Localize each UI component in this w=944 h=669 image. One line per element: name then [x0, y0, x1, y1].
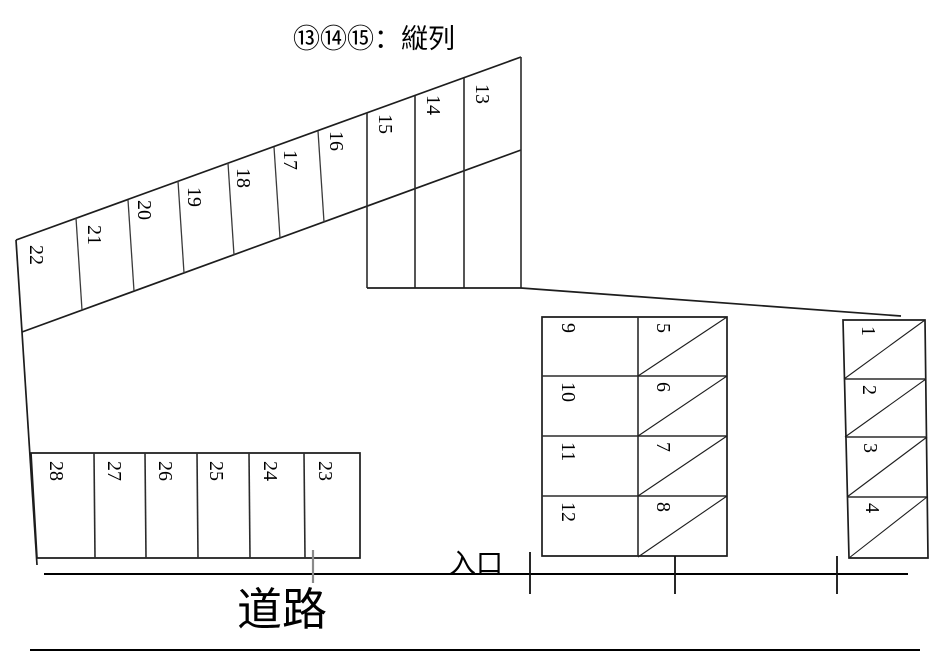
stall-number-8: 8: [652, 502, 674, 512]
stall-number-18: 18: [232, 168, 254, 188]
stall-number-10: 10: [557, 382, 579, 402]
divider-18-17: [273, 146, 281, 239]
stall-number-3: 3: [859, 443, 881, 453]
divider-20-19: [177, 180, 185, 274]
stall-number-19: 19: [183, 187, 205, 207]
parallel-stalls-block: [366, 57, 522, 289]
stall-number-12: 12: [557, 502, 579, 522]
stall-number-22: 22: [25, 245, 47, 265]
right-property-boundary: [520, 287, 902, 317]
divider-19-18: [227, 162, 235, 256]
divider-21-20: [127, 199, 135, 292]
stall-number-27: 27: [103, 461, 125, 481]
stall-number-23: 23: [314, 461, 336, 481]
divider-22-21: [75, 217, 83, 311]
stall-number-24: 24: [259, 461, 281, 481]
divider-24-23: [303, 452, 306, 559]
entrance-label: 入口: [449, 549, 503, 579]
diagonal-mark-stall-6: [637, 375, 728, 437]
stall-number-13: 13: [471, 84, 493, 104]
stall-number-20: 20: [133, 200, 155, 220]
bottom-left-block: [30, 452, 361, 559]
stall-number-4: 4: [861, 503, 883, 513]
diagonal-mark-stall-1: [843, 319, 926, 380]
road-label: 道路: [237, 585, 327, 635]
diagonal-band-group: [15, 56, 522, 333]
diagonal-band-left-edge: [15, 239, 23, 333]
diagonal-mark-stall-3: [846, 436, 928, 498]
stall-number-11: 11: [557, 442, 579, 461]
center-block: [541, 316, 728, 558]
stall-number-9: 9: [557, 323, 579, 333]
diagonal-mark-stall-5: [637, 316, 728, 377]
stall-number-14: 14: [422, 95, 444, 115]
diagonal-band-top-edge: [15, 56, 522, 241]
diagonal-band-bottom-edge: [21, 149, 522, 333]
divider-26-25: [196, 452, 199, 559]
stall-number-21: 21: [83, 225, 105, 245]
divider-17-16: [317, 130, 325, 223]
stall-number-15: 15: [374, 114, 396, 134]
center-block-outline: [541, 316, 728, 557]
diagonal-mark-stall-8: [637, 495, 728, 558]
stall-number-5: 5: [652, 323, 674, 333]
stall-number-17: 17: [279, 150, 301, 170]
stall-number-6: 6: [652, 382, 674, 392]
stall-number-1: 1: [857, 326, 879, 336]
right-block: [842, 319, 929, 559]
plan-title: ⑬⑭⑮：縦列: [293, 24, 455, 54]
stall-number-25: 25: [205, 461, 227, 481]
stall-number-16: 16: [325, 131, 347, 151]
bottom-left-block-outline: [30, 452, 361, 559]
stall-number-2: 2: [858, 385, 880, 395]
divider-25-24: [248, 452, 251, 559]
diagonal-mark-stall-4: [848, 496, 928, 559]
stall-number-26: 26: [154, 461, 176, 481]
stall-number-28: 28: [45, 461, 67, 481]
divider-28-27: [93, 452, 96, 559]
right-block-outline: [842, 319, 929, 559]
diagonal-mark-stall-2: [844, 378, 927, 438]
diagonal-mark-stall-7: [637, 435, 728, 497]
road-group: [30, 550, 920, 651]
divider-27-26: [144, 452, 147, 559]
stall-number-7: 7: [652, 442, 674, 452]
